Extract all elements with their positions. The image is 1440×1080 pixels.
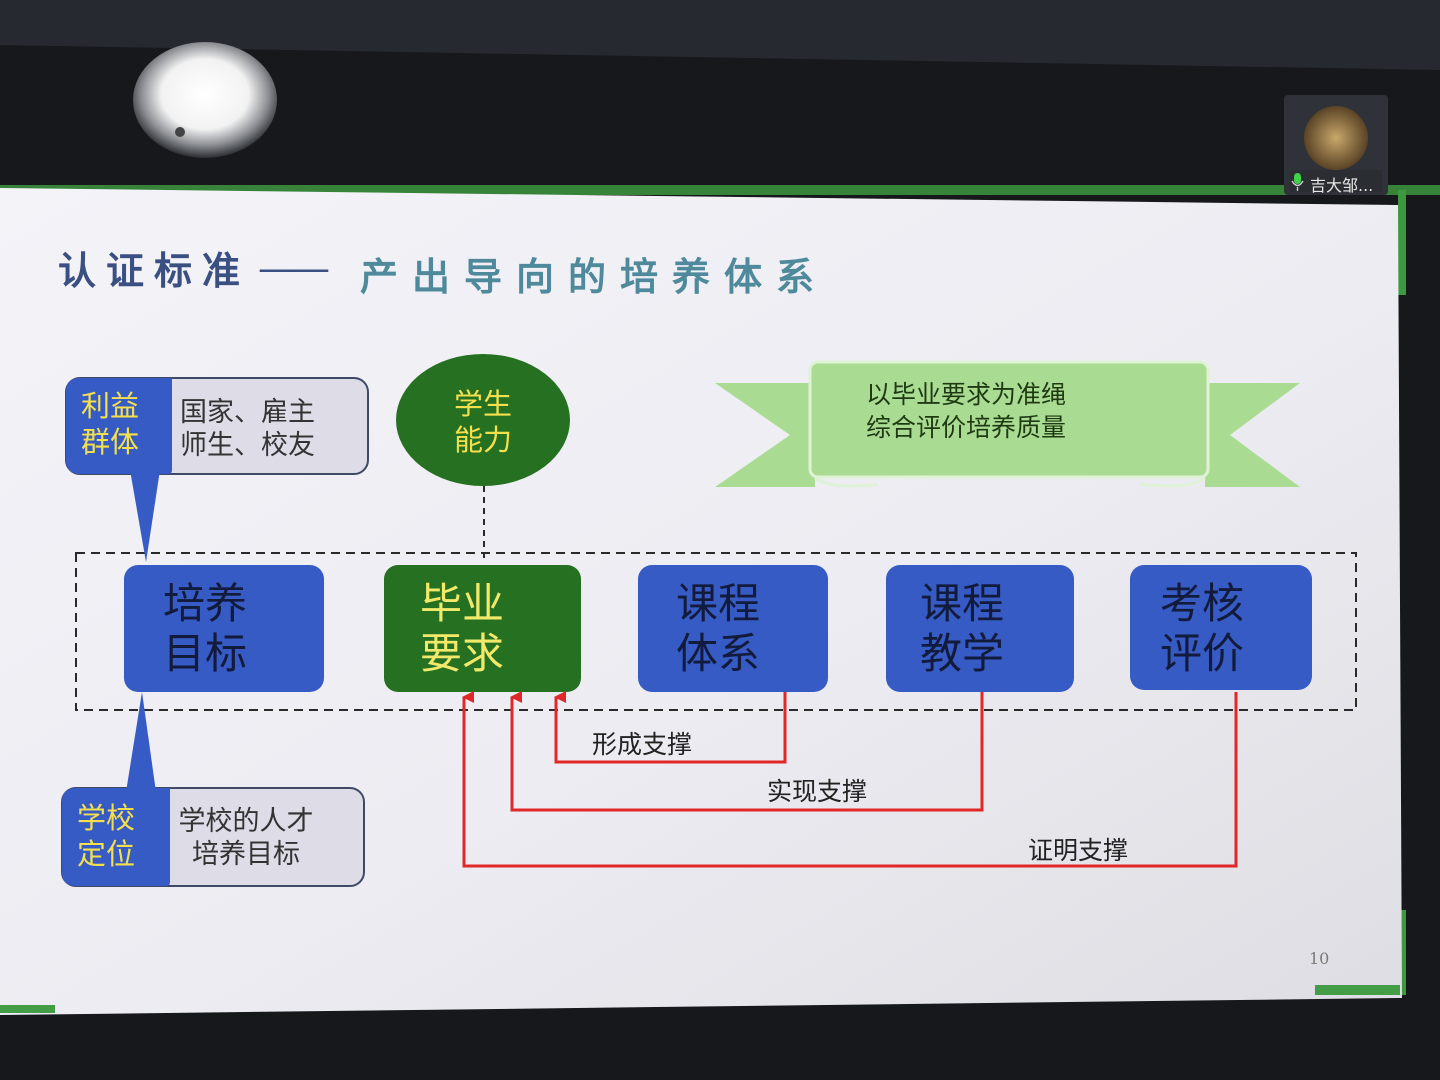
chain-1-line2: 要求	[420, 629, 505, 678]
student-ability-node	[396, 354, 570, 486]
ribbon-text: 以毕业要求为准绳 综合评价培养质量	[866, 378, 1066, 444]
school-text: 学校的人才 培养目标	[176, 805, 316, 871]
chain-box-training-goal	[124, 565, 324, 692]
participant-avatar	[1304, 106, 1368, 170]
chain-4-line2: 评价	[1160, 629, 1245, 678]
support-arrow-realize	[510, 691, 984, 812]
slide-page-number: 10	[1309, 949, 1330, 968]
chain-label-graduation-requirement: 毕业 要求	[420, 579, 504, 679]
chain-3-line2: 教学	[920, 629, 1005, 678]
support-label-form: 形成支撑	[592, 730, 693, 759]
chain-label-assessment: 考核 评价	[1160, 579, 1244, 679]
participant-name: 吉大邹...	[1310, 176, 1374, 195]
school-tag: 学校 定位	[68, 800, 144, 872]
slide-title-part1: 认证标准	[58, 248, 251, 293]
chain-frame	[75, 552, 1357, 711]
stakeholders-callout	[65, 377, 369, 562]
ribbon-banner	[715, 360, 1300, 488]
chain-box-course-teaching	[886, 565, 1074, 692]
school-callout	[61, 692, 365, 887]
ceiling-light	[133, 42, 277, 158]
chain-label-course-teaching: 课程 教学	[920, 579, 1004, 679]
support-label-prove: 证明支撑	[1028, 836, 1129, 865]
stakeholders-tag-line1: 利益	[80, 389, 139, 423]
support-label-realize: 实现支撑	[767, 777, 868, 806]
ability-line1: 学生	[453, 387, 512, 421]
chain-2-line2: 体系	[676, 629, 761, 678]
chain-1-line1: 毕业	[420, 579, 505, 628]
support-arrow-form	[554, 691, 787, 764]
support-arrow-prove	[462, 691, 1238, 868]
ribbon-line1: 以毕业要求为准绳	[866, 380, 1067, 409]
stakeholders-text: 国家、雇主 师生、校友	[180, 396, 315, 462]
screen-right-accent	[1398, 190, 1406, 295]
ability-line2: 能力	[453, 423, 512, 457]
chain-box-curriculum-system	[638, 565, 828, 692]
chain-0-line2: 目标	[163, 629, 248, 678]
stakeholders-text-line1: 国家、雇主	[180, 397, 315, 428]
chain-4-line1: 考核	[1160, 579, 1245, 628]
school-tag-line2: 定位	[76, 837, 135, 871]
stakeholders-text-line2: 师生、校友	[180, 430, 315, 461]
ribbon-line2: 综合评价培养质量	[866, 413, 1067, 442]
stakeholders-tag: 利益 群体	[72, 388, 148, 460]
school-text-line2: 培养目标	[192, 839, 300, 870]
chain-label-curriculum-system: 课程 体系	[676, 579, 760, 679]
chain-box-graduation-requirement	[384, 565, 581, 692]
school-tag-line1: 学校	[76, 801, 135, 835]
microphone-icon	[1291, 173, 1304, 191]
chain-3-line1: 课程	[920, 579, 1005, 628]
chain-label-training-goal: 培养 目标	[163, 579, 247, 679]
stakeholders-tag-line2: 群体	[80, 425, 139, 459]
slide-title-dash: ——	[258, 246, 330, 290]
chain-2-line1: 课程	[676, 579, 761, 628]
student-ability-label: 学生 能力	[433, 386, 533, 458]
chain-box-assessment	[1130, 565, 1312, 690]
slide-title-part2: 产出导向的培养体系	[360, 254, 829, 299]
screen-top-accent	[0, 185, 1440, 195]
chain-0-line1: 培养	[163, 579, 248, 628]
school-text-line1: 学校的人才	[178, 806, 314, 837]
